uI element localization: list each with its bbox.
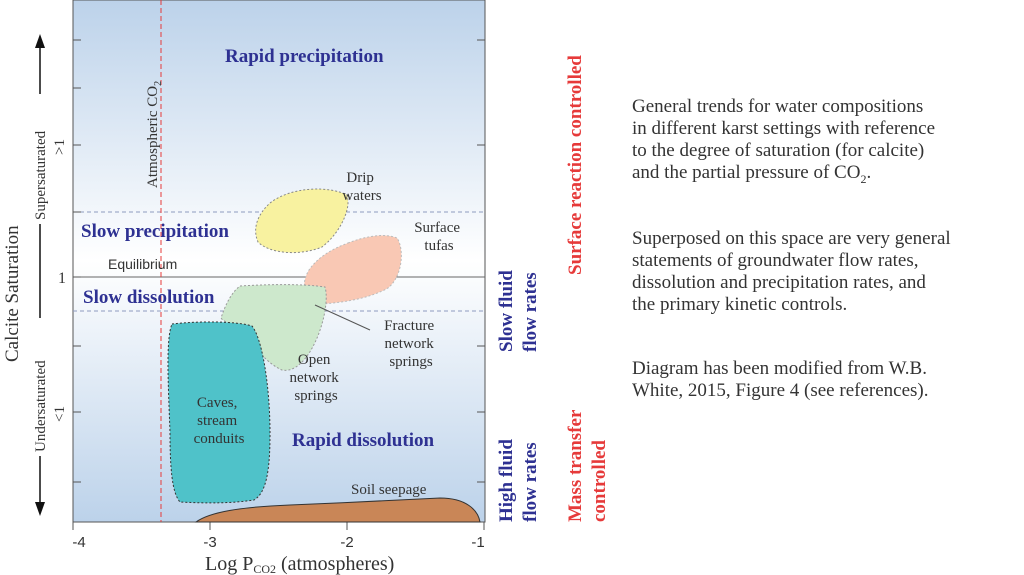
high-fluid-flow-label: High fluid flow rates	[496, 434, 541, 522]
x-axis-title: Log PCO2(atmospheres)	[205, 553, 394, 575]
soil-seepage-label: Soil seepage	[351, 482, 427, 498]
y-axis-title: Calcite Saturation	[2, 225, 23, 362]
surface-tufas-label: Surface tufas	[414, 220, 464, 254]
soil-seepage-field	[194, 497, 481, 523]
caption-paragraph-2: Superposed on this space are very genera…	[632, 228, 1022, 316]
y-label-gt1: >1	[52, 139, 68, 155]
zone-rapid-dissolution: Rapid dissolution	[292, 430, 434, 451]
caption-line: and the partial pressure of CO2.	[632, 162, 872, 186]
caves-field	[167, 321, 271, 504]
surface-tufas-field	[303, 235, 402, 305]
y-label-lt1: <1	[52, 406, 68, 422]
zone-slow-dissolution: Slow dissolution	[83, 287, 215, 308]
fracture-leader-line	[314, 304, 371, 331]
equilibrium-label: Equilibrium	[108, 256, 177, 272]
drip-waters-label: Drip waters	[342, 170, 381, 204]
plot-area	[72, 0, 486, 523]
caption-line: Diagram has been modified from W.B.	[632, 358, 927, 379]
x-tick-label: -1	[471, 534, 484, 551]
caption-line: in different karst settings with referen…	[632, 118, 936, 139]
caption-paragraph-1: General trends for water compositions in…	[632, 96, 1022, 190]
drip-waters-field	[255, 188, 349, 254]
x-tick-label: -4	[72, 534, 85, 551]
caption-line: the primary kinetic controls.	[632, 294, 848, 315]
caption-line: statements of groundwater flow rates,	[632, 250, 919, 271]
springs-field	[220, 284, 327, 371]
zone-rapid-precipitation: Rapid precipitation	[225, 46, 384, 67]
saturation-diagram: Atmospheric CO2 Calcite Saturation Super…	[2, 0, 610, 575]
slow-fluid-flow-label: Slow fluid flow rates	[496, 265, 541, 352]
caption-paragraph-3: Diagram has been modified from W.B. Whit…	[632, 358, 1022, 402]
fracture-springs-label: Fracture network springs	[384, 318, 438, 370]
supersaturated-label: Supersaturated	[33, 130, 49, 220]
atmospheric-co2-label: Atmospheric CO2	[145, 81, 164, 188]
y-label-1: 1	[58, 270, 66, 287]
caption-line: dissolution and precipitation rates, and	[632, 272, 926, 293]
caption-line: Superposed on this space are very genera…	[632, 228, 951, 249]
mass-transfer-label: Mass transfer controlled	[565, 405, 610, 522]
caption-line: to the degree of saturation (for calcite…	[632, 140, 925, 161]
undersaturated-label: Undersaturated	[33, 360, 49, 452]
caption-line: General trends for water compositions	[632, 96, 924, 117]
open-springs-label: Open network springs	[290, 352, 343, 404]
surface-reaction-label: Surface reaction controlled	[565, 55, 586, 275]
zone-slow-precipitation: Slow precipitation	[81, 221, 229, 242]
caption-line: White, 2015, Figure 4 (see references).	[632, 380, 929, 401]
caves-label: Caves, stream conduits	[194, 395, 245, 447]
x-tick-label: -2	[340, 534, 353, 551]
x-tick-label: -3	[203, 534, 216, 551]
